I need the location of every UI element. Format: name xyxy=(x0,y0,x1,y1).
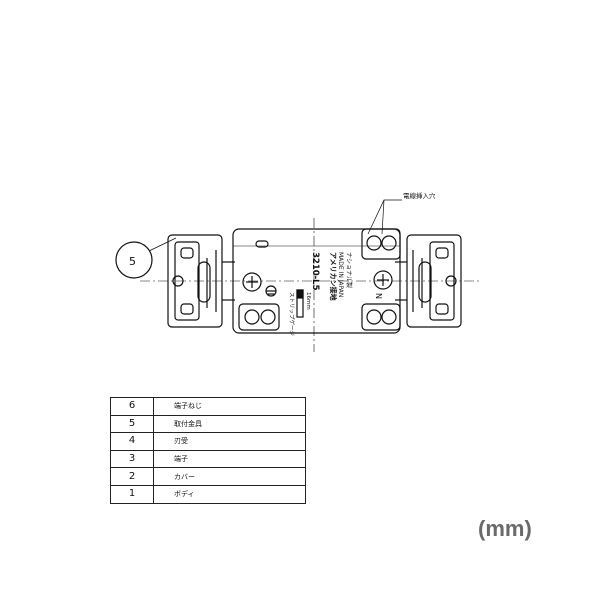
part-number: 2 xyxy=(110,467,154,486)
strip-length-label: 16mm xyxy=(305,292,311,310)
part-name: ボディ xyxy=(153,484,306,504)
table-row: 3 端子 xyxy=(110,449,306,469)
model-number: 3210-L5 xyxy=(310,252,320,291)
brand-line-1: アメリカン接地 xyxy=(329,252,338,301)
table-row: 4 刃受 xyxy=(110,432,306,451)
terminal-screw-right xyxy=(373,270,393,290)
part-name: 端子ねじ xyxy=(153,397,306,416)
neutral-mark: N xyxy=(374,293,383,299)
strip-gauge xyxy=(296,289,304,318)
right-mounting-bracket xyxy=(395,234,462,328)
wire-hole-label: 電線挿入穴 xyxy=(403,191,436,200)
unit-label: (mm) xyxy=(478,516,532,541)
wire-hole-top-right xyxy=(361,228,401,260)
strip-gauge-label: ストリップゲージ xyxy=(288,292,296,336)
table-row: 2 カバー xyxy=(110,467,306,486)
callout-leader xyxy=(148,237,177,252)
parts-list-table: 6 端子ねじ 5 取付金具 4 刃受 3 端子 2 カバー 1 ボディ xyxy=(110,397,306,504)
wire-hole-bottom-left xyxy=(238,303,280,331)
wire-hole-bottom-right xyxy=(361,303,401,331)
callout-number: 5 xyxy=(129,255,136,268)
part-number: 3 xyxy=(110,449,154,469)
part-number: 6 xyxy=(110,397,154,416)
part-number: 5 xyxy=(110,414,154,434)
part-name: 端子 xyxy=(153,449,306,469)
part-name: 取付金具 xyxy=(153,414,306,434)
body-slot xyxy=(255,240,269,248)
terminal-screw-left xyxy=(242,272,262,292)
part-name: カバー xyxy=(153,467,306,486)
outlet-body xyxy=(232,228,401,334)
part-number: 1 xyxy=(110,484,154,504)
brand-line-3: ナショナル製 xyxy=(345,252,353,288)
ground-symbol-icon xyxy=(265,285,277,297)
callout-circle xyxy=(115,241,153,279)
table-row: 1 ボディ xyxy=(110,484,306,504)
table-row: 5 取付金具 xyxy=(110,414,306,434)
part-name: 刃受 xyxy=(153,432,306,451)
part-number: 4 xyxy=(110,432,154,451)
table-row: 6 端子ねじ xyxy=(110,397,306,416)
brand-line-2: MADE IN JAPAN xyxy=(337,252,344,297)
